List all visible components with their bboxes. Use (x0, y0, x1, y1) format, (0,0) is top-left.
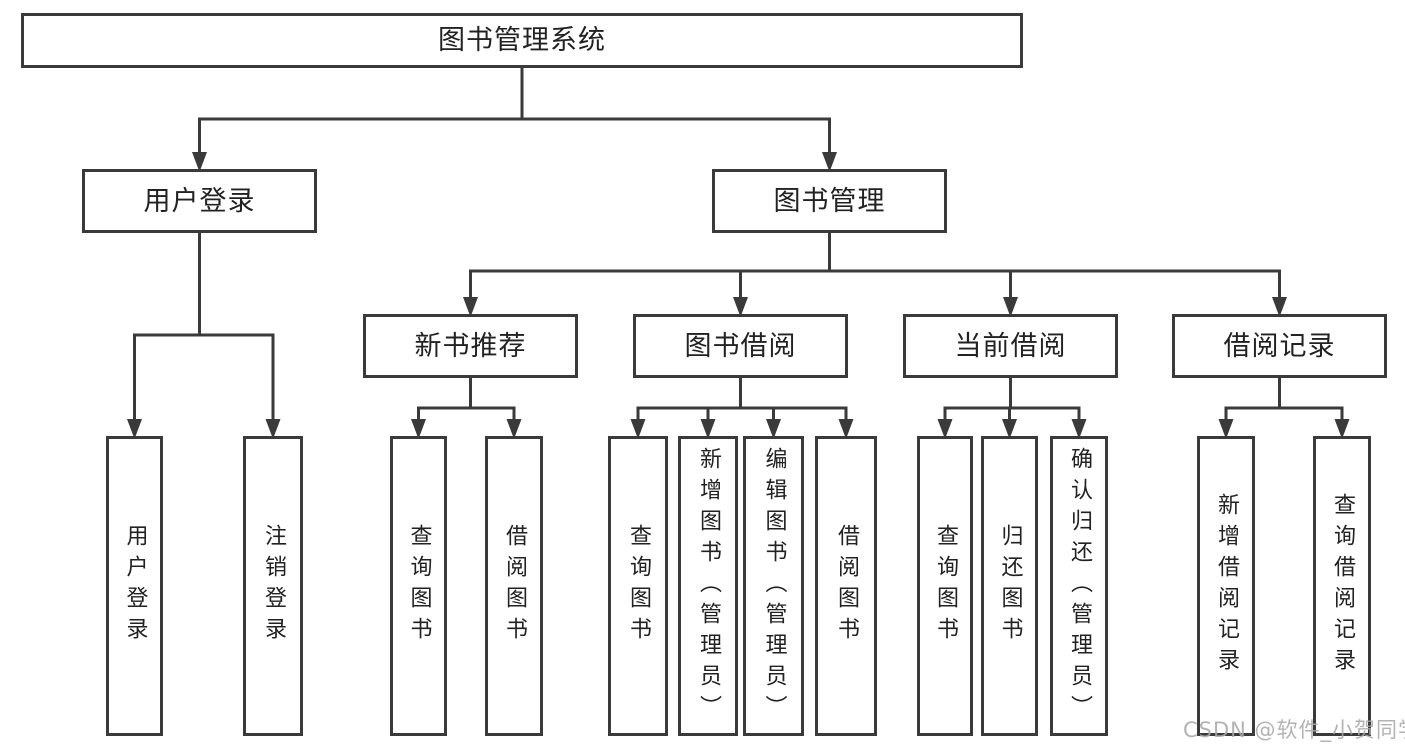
node-label-leaf-bb-add-books: 新增图书（管理员） (696, 446, 721, 726)
node-label-root: 图书管理系统 (438, 25, 606, 56)
arrowhead-user-login (192, 152, 207, 172)
arrowhead-new-books (463, 297, 478, 317)
arrowhead-leaf-bb-borrow-books (838, 419, 854, 439)
arrowhead-book-borrow (733, 297, 748, 317)
arrowhead-current-borrow (1003, 297, 1018, 317)
node-label-leaf-bb-borrow-books: 借阅图书 (834, 524, 859, 648)
node-leaf-br-add-records: 新增借阅记录 (1197, 436, 1255, 736)
csdn-watermark: CSDN @软件_小贺同学 (1183, 718, 1405, 742)
arrowhead-leaf-nb-query-books (411, 419, 426, 439)
node-book-borrow: 图书借阅 (633, 314, 848, 378)
node-root: 图书管理系统 (21, 13, 1023, 68)
node-leaf-cb-query-books: 查询图书 (917, 436, 973, 736)
arrowhead-leaf-cb-query-books (937, 419, 953, 439)
node-label-leaf-nb-query-books: 查询图书 (406, 524, 432, 648)
arrowhead-leaf-bb-edit-books (766, 419, 781, 439)
node-leaf-nb-query-books: 查询图书 (390, 436, 447, 736)
node-leaf-user-login: 用户登录 (106, 436, 163, 736)
arrowhead-leaf-br-query-records (1334, 419, 1350, 439)
node-leaf-br-query-records: 查询借阅记录 (1313, 436, 1371, 736)
arrowhead-leaf-bb-query-books (630, 419, 646, 439)
node-leaf-nb-borrow-books: 借阅图书 (485, 436, 543, 736)
node-label-book-borrow: 图书借阅 (684, 330, 797, 362)
node-current-borrow: 当前借阅 (903, 314, 1118, 378)
arrowhead-leaf-logout (265, 419, 281, 439)
node-new-books: 新书推荐 (363, 314, 578, 378)
node-label-leaf-user-login: 用户登录 (122, 524, 148, 648)
node-leaf-cb-confirm-return: 确认归还（管理员） (1050, 436, 1108, 736)
arrowhead-borrow-records (1272, 297, 1287, 317)
arrowhead-leaf-br-add-records (1218, 419, 1234, 439)
node-borrow-records: 借阅记录 (1172, 314, 1387, 378)
node-label-leaf-nb-borrow-books: 借阅图书 (502, 524, 527, 648)
arrowhead-book-mgmt (822, 152, 837, 172)
arrowhead-leaf-cb-confirm-return (1071, 419, 1087, 439)
node-label-leaf-cb-query-books: 查询图书 (933, 524, 958, 648)
node-leaf-bb-query-books: 查询图书 (608, 436, 668, 736)
node-label-leaf-cb-return-books: 归还图书 (997, 524, 1023, 648)
arrowhead-leaf-bb-add-books (700, 419, 716, 439)
node-label-new-books: 新书推荐 (414, 330, 527, 362)
node-label-leaf-bb-query-books: 查询图书 (626, 524, 651, 648)
node-label-book-mgmt: 图书管理 (773, 185, 886, 217)
node-label-leaf-br-query-records: 查询借阅记录 (1330, 493, 1355, 679)
node-user-login: 用户登录 (82, 169, 317, 233)
arrowhead-leaf-nb-borrow-books (506, 419, 522, 439)
node-label-current-borrow: 当前借阅 (954, 330, 1067, 362)
node-leaf-cb-return-books: 归还图书 (981, 436, 1038, 736)
node-label-leaf-bb-edit-books: 编辑图书（管理员） (761, 446, 787, 726)
node-label-leaf-br-add-records: 新增借阅记录 (1214, 493, 1239, 679)
node-label-borrow-records: 借阅记录 (1223, 330, 1336, 362)
node-leaf-bb-add-books: 新增图书（管理员） (678, 436, 738, 736)
node-label-user-login: 用户登录 (143, 185, 256, 217)
node-leaf-logout: 注销登录 (243, 436, 303, 736)
node-label-leaf-cb-confirm-return: 确认归还（管理员） (1067, 446, 1092, 726)
node-label-leaf-logout: 注销登录 (261, 524, 286, 648)
arrowhead-leaf-user-login (127, 419, 142, 439)
arrowhead-leaf-cb-return-books (1002, 419, 1017, 439)
node-leaf-bb-borrow-books: 借阅图书 (815, 436, 877, 736)
node-leaf-bb-edit-books: 编辑图书（管理员） (743, 436, 804, 736)
node-book-mgmt: 图书管理 (712, 169, 947, 233)
